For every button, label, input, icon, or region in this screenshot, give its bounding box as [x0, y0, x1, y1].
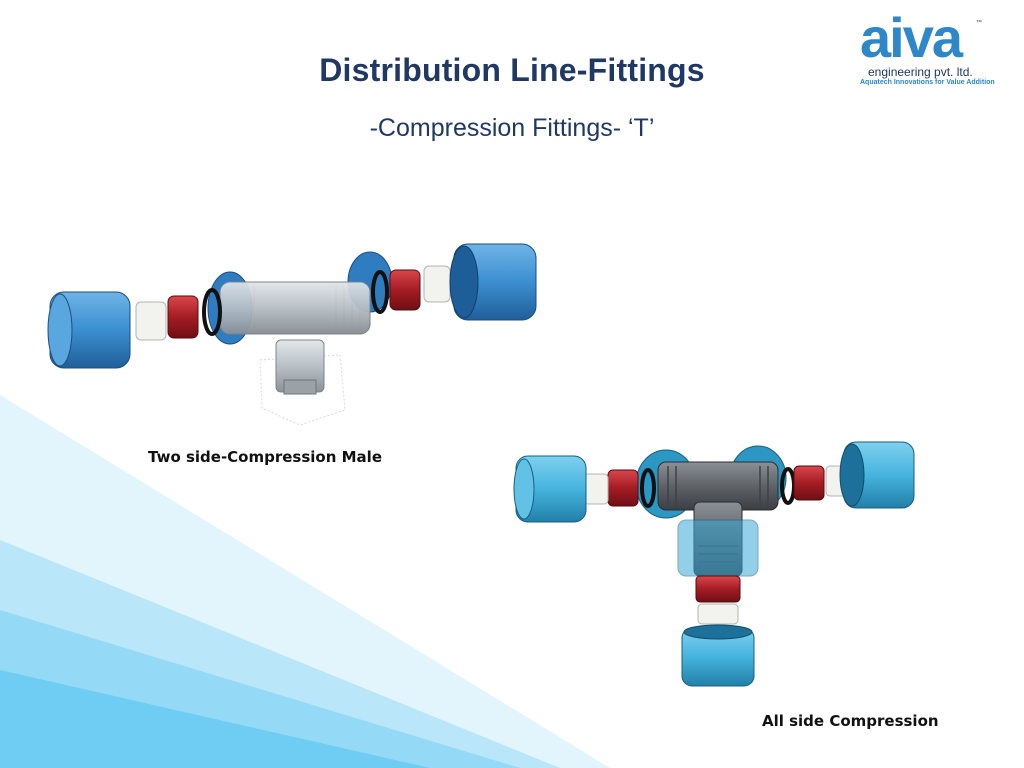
o-ring-left-2 [640, 468, 656, 508]
o-ring-right-2 [780, 467, 796, 505]
branch-outline [259, 354, 346, 426]
logo-company-name: engineering pvt. ltd. [868, 65, 973, 79]
logo-trademark: ™ [976, 20, 982, 26]
logo-wordmark: aiva [860, 6, 963, 69]
insert-left [135, 301, 167, 341]
collet-right-2 [793, 465, 825, 501]
fitting-image-all-side-compression [513, 441, 915, 687]
logo-tagline: Aquatech Innovations for Value Addition [860, 79, 995, 86]
collet-left [167, 295, 199, 339]
insert-bottom [697, 603, 739, 625]
collet-left-2 [607, 469, 639, 507]
company-logo: aiva ™ engineering pvt. ltd. Aquatech In… [858, 10, 995, 92]
o-ring-right [371, 270, 389, 314]
slide-subtitle: -Compression Fittings- ‘T’ [369, 114, 655, 142]
fitting-image-two-side-male [47, 243, 537, 426]
branch-cap-sleeve [677, 519, 759, 577]
collet-right [389, 269, 421, 311]
caption-all-side-compression: All side Compression [762, 712, 939, 730]
collet-bottom [695, 575, 741, 603]
caption-two-side-compression-male: Two side-Compression Male [148, 448, 382, 466]
insert-left-2 [583, 473, 609, 505]
insert-right [423, 265, 451, 303]
slide-title: Distribution Line-Fittings [319, 52, 705, 88]
o-ring-left [202, 288, 222, 336]
decor-wedge-strong [0, 670, 430, 768]
